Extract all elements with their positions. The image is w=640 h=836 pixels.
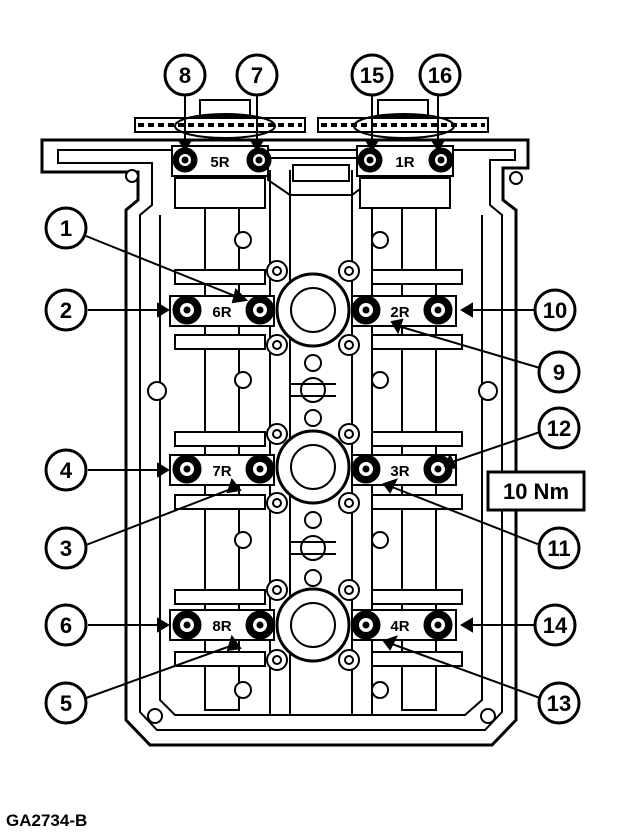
- callout-8: 8: [163, 53, 207, 97]
- svg-text:9: 9: [553, 360, 565, 385]
- bolt: [246, 147, 272, 173]
- callout-9: 9: [537, 350, 581, 394]
- timing-sprockets: [134, 99, 489, 139]
- svg-text:10: 10: [543, 298, 567, 323]
- callout-14: 14: [533, 603, 577, 647]
- svg-text:12: 12: [547, 416, 571, 441]
- bolt: [351, 454, 381, 484]
- svg-text:14: 14: [543, 613, 568, 638]
- cap-label-5r: 5R: [210, 154, 229, 171]
- callout-3: 3: [44, 526, 88, 570]
- cap-label-8r: 8R: [212, 618, 231, 635]
- valve-springs: [234, 231, 389, 699]
- callout-16: 16: [418, 53, 462, 97]
- callout-7: 7: [235, 53, 279, 97]
- bolt: [423, 610, 453, 640]
- svg-text:7: 7: [251, 63, 263, 88]
- bolt: [351, 610, 381, 640]
- bolt: [245, 295, 275, 325]
- cap-bolts: [172, 147, 454, 640]
- bolt: [245, 454, 275, 484]
- spark-plug-bores: [275, 272, 351, 663]
- callout-circles: 1 2 3 4 5 6 7 8 9 10 11 12 13 14 15 16: [44, 53, 581, 725]
- callout-12: 12: [537, 406, 581, 450]
- bolt: [428, 147, 454, 173]
- svg-text:13: 13: [547, 691, 571, 716]
- callout-2: 2: [44, 288, 88, 332]
- bolt: [172, 610, 202, 640]
- bolt: [351, 295, 381, 325]
- callout-15: 15: [350, 53, 394, 97]
- svg-text:1: 1: [60, 216, 72, 241]
- cap-label-4r: 4R: [390, 618, 409, 635]
- svg-text:6: 6: [60, 613, 72, 638]
- bolt: [172, 147, 198, 173]
- center-holes: [290, 354, 336, 587]
- bolt: [172, 454, 202, 484]
- bolt: [423, 454, 453, 484]
- svg-text:15: 15: [360, 63, 384, 88]
- svg-text:5: 5: [60, 691, 72, 716]
- bolt: [357, 147, 383, 173]
- callout-13: 13: [537, 681, 581, 725]
- svg-text:3: 3: [60, 536, 72, 561]
- svg-text:11: 11: [547, 536, 570, 561]
- callout-10: 10: [533, 288, 577, 332]
- callout-1: 1: [44, 206, 88, 250]
- cap-label-2r: 2R: [390, 304, 409, 321]
- torque-spec-text: 10 Nm: [503, 479, 569, 504]
- callout-6: 6: [44, 603, 88, 647]
- cap-label-3r: 3R: [390, 463, 409, 480]
- svg-text:16: 16: [428, 63, 452, 88]
- head-bolt-holes: [125, 169, 523, 724]
- callout-11: 11: [537, 526, 581, 570]
- leader-lines: [85, 95, 541, 699]
- cap-label-6r: 6R: [212, 304, 231, 321]
- callout-5: 5: [44, 681, 88, 725]
- callout-4: 4: [44, 448, 88, 492]
- svg-text:4: 4: [60, 458, 73, 483]
- bolt: [423, 295, 453, 325]
- cap-label-1r: 1R: [395, 154, 414, 171]
- front-cap-blocks: [174, 177, 451, 209]
- svg-text:8: 8: [179, 63, 191, 88]
- cap-label-7r: 7R: [212, 463, 231, 480]
- bolt: [245, 610, 275, 640]
- figure-id: GA2734-B: [6, 811, 87, 830]
- svg-text:2: 2: [60, 298, 72, 323]
- torque-spec-box: 10 Nm: [486, 470, 586, 512]
- bolt: [172, 295, 202, 325]
